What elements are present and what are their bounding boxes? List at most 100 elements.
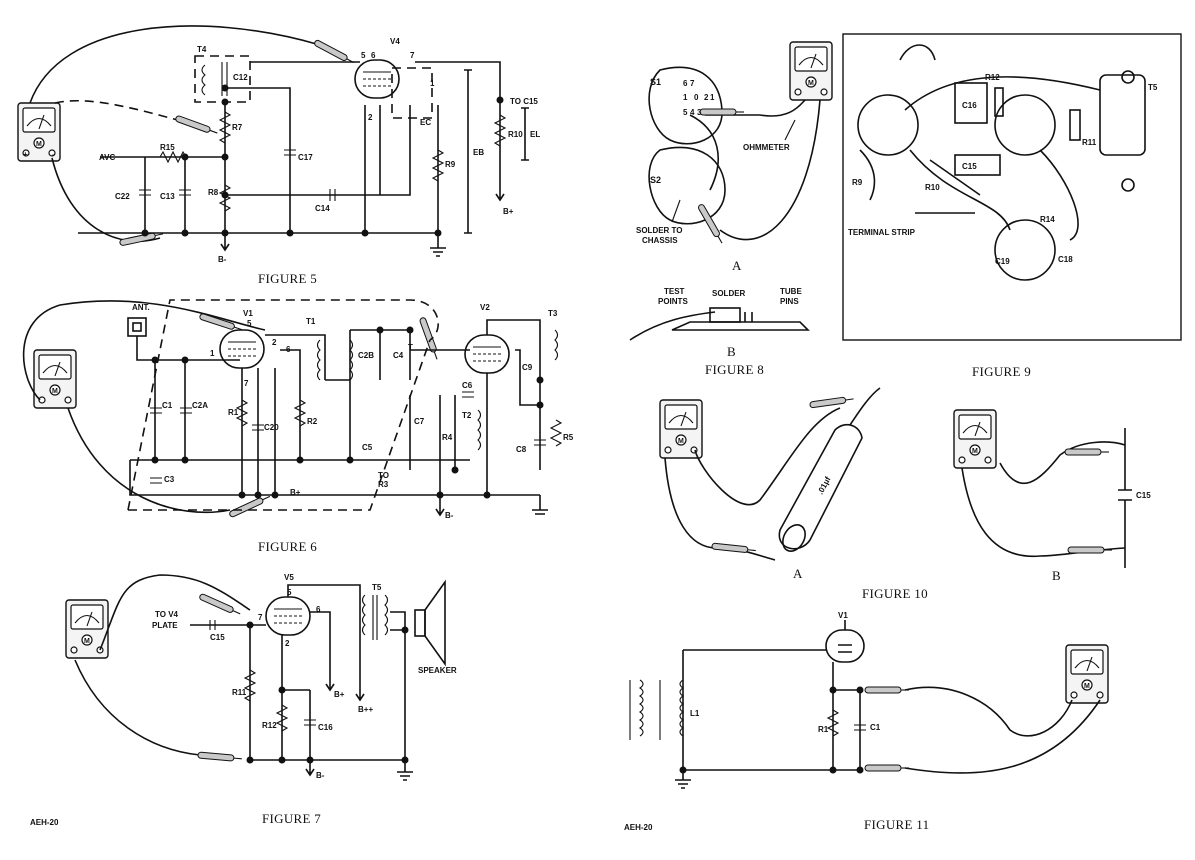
ohmmeter-pointer	[784, 119, 796, 141]
ground-symbol	[675, 770, 691, 789]
pin-7: 7	[244, 379, 249, 388]
wire	[136, 336, 240, 361]
solder-pins	[709, 307, 741, 323]
figure-5-schematic: + -	[17, 25, 540, 286]
wire	[154, 360, 186, 460]
test-probe	[699, 108, 745, 116]
pin-1: 1	[430, 79, 435, 88]
pin-2: 2	[368, 113, 373, 122]
junction-dots	[151, 326, 544, 499]
pin-1b: 1	[710, 93, 715, 102]
label-c1: C1	[870, 723, 881, 732]
ohmmeter-lead	[719, 99, 821, 241]
figure-9-frame	[842, 33, 1182, 341]
label-pins: PINS	[780, 297, 799, 306]
wire	[409, 395, 456, 495]
label-r2: R2	[307, 417, 318, 426]
label-avc: AVC	[99, 153, 116, 162]
figure-7-caption: FIGURE 7	[262, 811, 321, 826]
label-t3: T3	[548, 309, 558, 318]
output-transformer-t5	[1099, 74, 1146, 156]
transformer-t1-secondary	[349, 339, 354, 381]
wire	[390, 611, 406, 760]
capacitor	[139, 149, 336, 201]
wire	[225, 150, 411, 196]
label-solder-to: SOLDER TO	[636, 226, 683, 235]
test-probe	[809, 395, 855, 409]
label-plate: PLATE	[152, 621, 178, 630]
meter-lead	[961, 467, 1126, 557]
capacitor	[150, 391, 546, 484]
pin-6: 6	[316, 605, 321, 614]
figure-7-schematic: V5 5 7 6 2 TO V4 PLATE C15 T5 SPEAKER R1…	[65, 573, 457, 826]
pin-4: 4	[690, 108, 695, 117]
label-r9: R9	[852, 178, 863, 187]
pin-6: 6	[286, 345, 291, 354]
meter-lead	[694, 407, 841, 506]
socket-s2	[648, 146, 726, 225]
resistor-r15	[159, 150, 187, 164]
label-c16: C16	[318, 723, 333, 732]
label-t4: T4	[197, 45, 207, 54]
ground-symbol	[532, 495, 548, 515]
label-ohmmeter: OHMMETER	[743, 143, 790, 152]
label-r7: R7	[232, 123, 243, 132]
pin-5: 5	[361, 51, 366, 60]
label-b-plus-plus: B++	[358, 705, 373, 714]
capacitor-c16	[954, 82, 988, 124]
figure-8-caption: FIGURE 8	[705, 362, 764, 377]
label-r11: R11	[1082, 138, 1097, 147]
test-probe	[228, 493, 272, 519]
junction-dots	[141, 84, 504, 237]
label-t5: T5	[1148, 83, 1158, 92]
pin-5: 5	[247, 319, 252, 328]
capacitor-c15-symbol	[1118, 428, 1132, 568]
label-eb: EB	[473, 148, 484, 157]
capacitor	[209, 620, 316, 726]
label-v4: V4	[390, 37, 400, 46]
panel-a-letter: A	[732, 258, 742, 273]
wire	[249, 625, 405, 761]
capacitor-end	[782, 524, 806, 552]
label-c2b: C2B	[358, 351, 374, 360]
label-c17: C17	[298, 153, 313, 162]
pin-5: 5	[683, 108, 688, 117]
meter-lead-dashed	[54, 99, 186, 123]
figure-10-caption: FIGURE 10	[862, 586, 928, 601]
voltage-eb-arrow	[464, 69, 472, 234]
resistor	[243, 669, 289, 732]
figure-5-caption: FIGURE 5	[258, 271, 317, 286]
label-c2a: C2A	[192, 401, 208, 410]
tube-section-box	[391, 67, 433, 119]
tube-v5	[265, 596, 311, 636]
socket-s1	[648, 66, 723, 145]
b-plus-arrow	[495, 140, 505, 202]
label-r4: R4	[442, 433, 453, 442]
label-tube: TUBE	[780, 287, 802, 296]
test-meter	[65, 599, 109, 659]
tube-socket-base	[671, 321, 810, 331]
wire	[225, 87, 291, 233]
mount-hole	[1121, 70, 1135, 84]
wire	[287, 584, 361, 690]
label-to-c15: TO C15	[510, 97, 538, 106]
label-c15: C15	[210, 633, 225, 642]
junction-dots	[246, 621, 409, 764]
coil-l1	[679, 679, 684, 737]
label-c14: C14	[315, 204, 330, 213]
label-b-minus: B-	[218, 255, 227, 264]
pin-6: 6	[371, 51, 376, 60]
meter-plus-label: +	[23, 150, 28, 159]
label-r8: R8	[208, 188, 219, 197]
tube-v1	[825, 629, 865, 663]
ohmmeter-lead	[705, 99, 806, 117]
label-to: TO	[378, 471, 389, 480]
test-probe	[418, 316, 441, 361]
test-probe	[174, 114, 219, 137]
electrolytic-capacitor	[994, 219, 1056, 281]
figure-11-schematic: V1 L1 R1 C1 FIGURE 11	[629, 611, 1109, 832]
label-c19: C19	[995, 257, 1010, 266]
label-r10: R10	[508, 130, 523, 139]
junction-dots	[679, 686, 864, 774]
wire	[832, 662, 861, 770]
